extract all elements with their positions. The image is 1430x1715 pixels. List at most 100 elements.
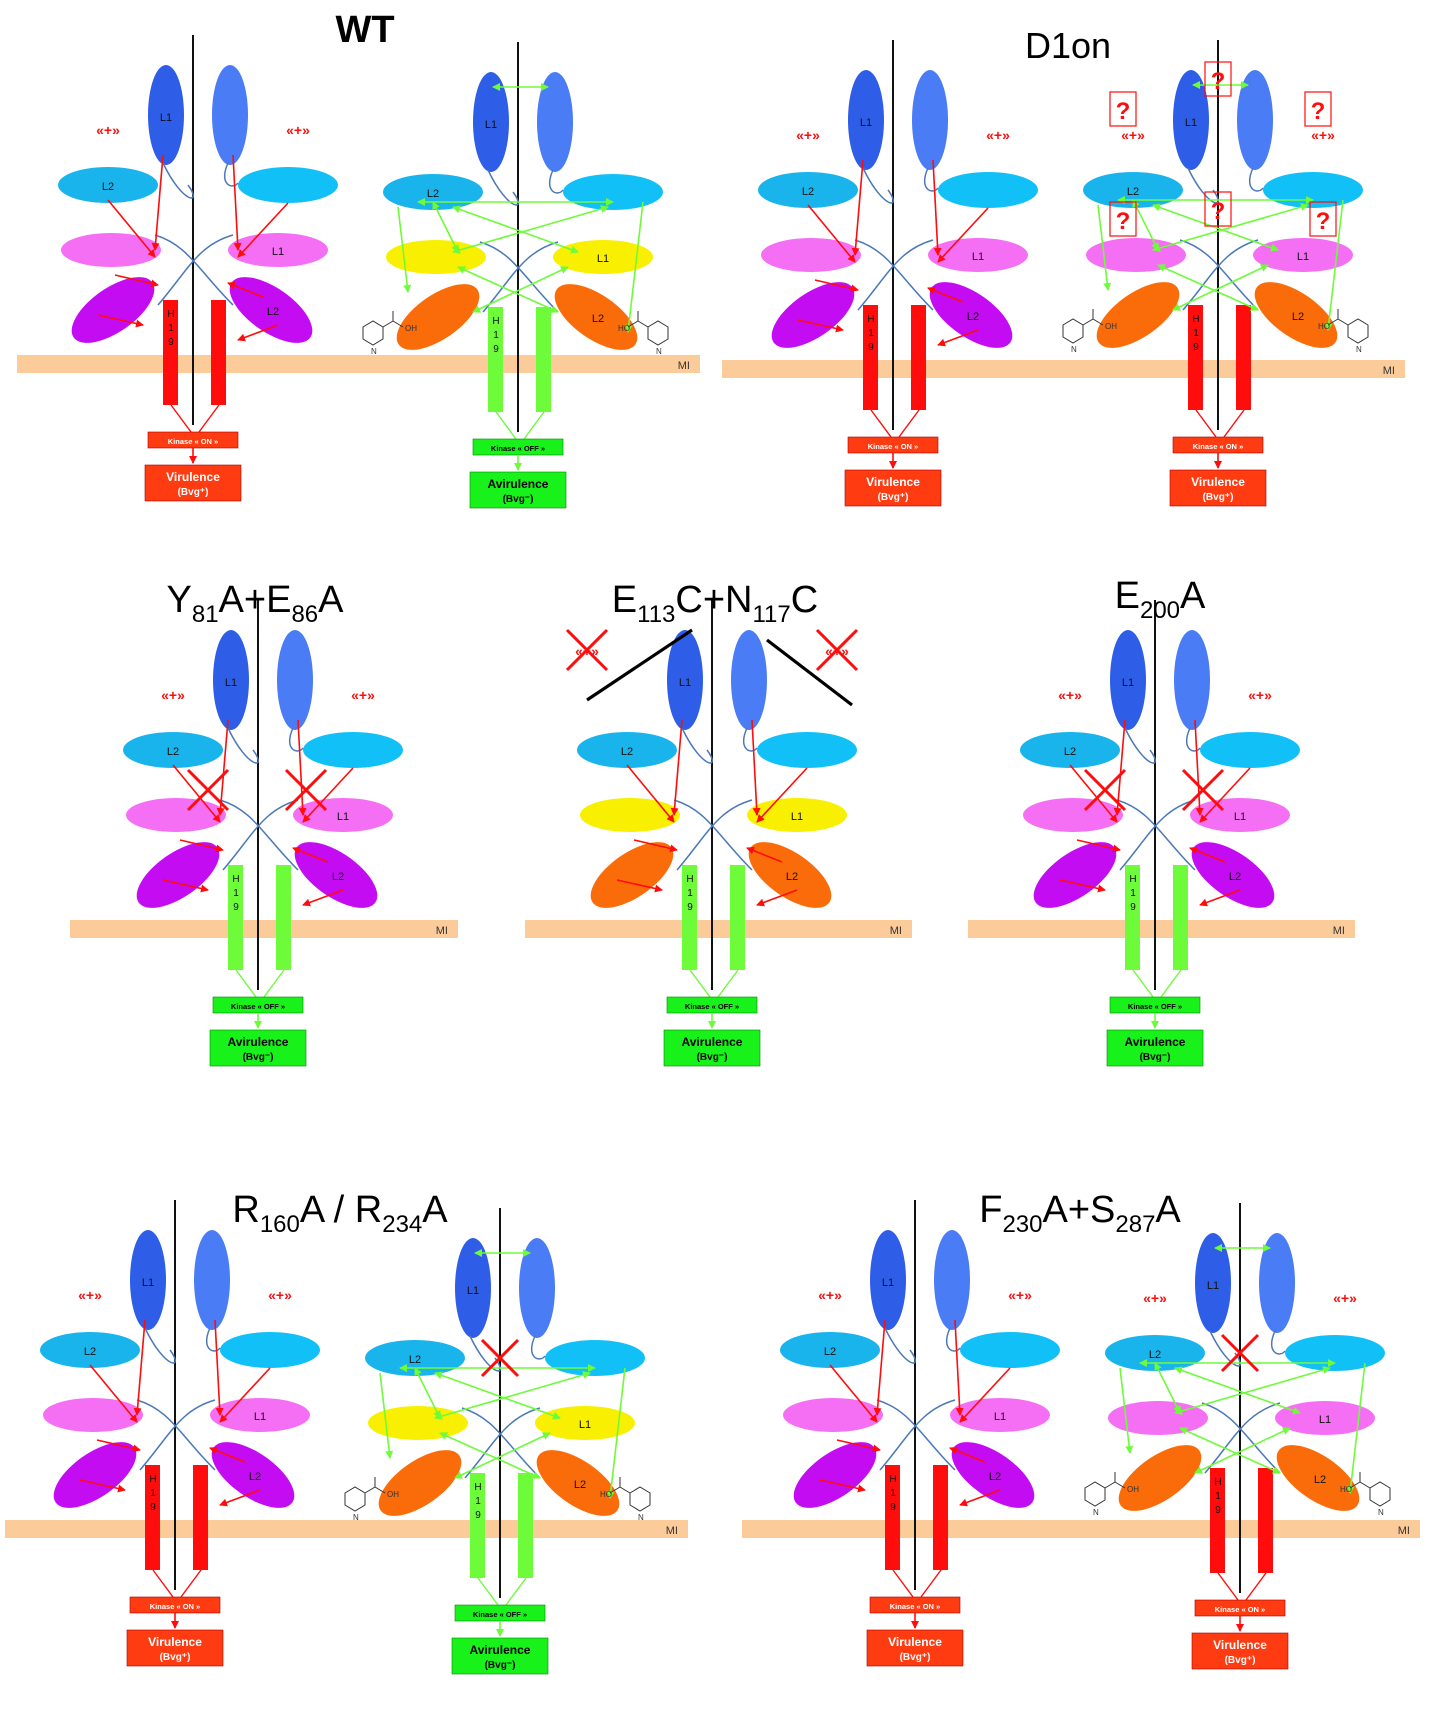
y81-kinase-label: Kinase « OFF » <box>231 1002 285 1011</box>
e200-sig-g <box>1059 879 1106 893</box>
e200-l2-label: L2 <box>1064 746 1076 758</box>
title-e113-p1: E <box>612 579 637 621</box>
r160-off-l2-label: L2 <box>409 1354 421 1366</box>
f230-off-g5 <box>1119 1367 1134 1454</box>
wt-off-helix-letter-0: H <box>492 316 499 327</box>
f230-on-linker-d <box>879 1399 956 1471</box>
r160-on-sig-e <box>96 1439 141 1453</box>
f230-off-bvg-label: (Bvg⁺) <box>1225 1655 1256 1666</box>
d1on-b-l1-domain-right <box>1237 70 1273 170</box>
wt-on-l1-domain-right <box>212 65 248 165</box>
wt-on-bvg-label: (Bvg⁺) <box>178 487 209 498</box>
f230-on-membrane-label: MI <box>1398 1525 1410 1537</box>
y81-sig-g <box>162 879 209 893</box>
wt-on-linker-d <box>157 234 234 306</box>
f230-on-linker-a <box>884 1327 916 1364</box>
ligand-carboxyl <box>1327 309 1349 326</box>
wt-on-phenotype-box <box>144 464 242 502</box>
d1on-b-phenotype-box <box>1169 469 1267 507</box>
wt-on-kin-link-r <box>198 404 220 433</box>
d1on-a-phenotype-label: Virulence <box>866 475 920 489</box>
ligand-oh-label: OH <box>387 1490 399 1499</box>
r160-off-helix-right <box>518 1473 533 1578</box>
ligand-oh-label: HO <box>600 1490 612 1499</box>
d1on-a-cyan-right <box>938 172 1038 208</box>
r160-on-phenotype-box <box>126 1629 224 1667</box>
d1on-b-plus-left: «+» <box>1121 127 1145 143</box>
d1on-b-mid-l1-label: L1 <box>1297 251 1309 263</box>
ligand-ring <box>629 1486 651 1512</box>
e113-sig-d <box>756 767 808 823</box>
wt-on-helix-right <box>211 300 226 405</box>
wt-on-kinase-label: Kinase « ON » <box>168 437 218 446</box>
y81-membrane-label: MI <box>436 925 448 937</box>
d1on-b-mid-left <box>1086 238 1186 272</box>
d1on-a-membrane-label: MI <box>1383 365 1395 377</box>
d1on-a-kinase-label: Kinase « ON » <box>868 442 918 451</box>
e113-sig-b <box>626 764 675 823</box>
e200-low-right <box>1191 842 1275 908</box>
r160-off-kinase-label: Kinase « OFF » <box>473 1610 527 1619</box>
r160-on-l1-domain-left <box>130 1230 166 1330</box>
f230-off-g3 <box>1174 1366 1331 1415</box>
d1on-a-linker-b <box>923 167 939 192</box>
r160-off-mid-l1-label: L1 <box>579 1419 591 1431</box>
e200-helix-letter-1: 1 <box>1130 888 1136 899</box>
f230-off-cyan-right <box>1285 1335 1385 1371</box>
r160-on-plus-right: «+» <box>268 1287 292 1303</box>
e200-mid-cross-left <box>1083 768 1127 812</box>
e113-l1-domain-left <box>667 630 703 730</box>
f230-off-mid-left <box>1108 1401 1208 1435</box>
e200-l1-domain-right <box>1174 630 1210 730</box>
y81-plus-right: «+» <box>351 687 375 703</box>
e113-low-left <box>590 842 674 908</box>
d1on-a-low-right <box>929 282 1013 348</box>
wt-on-membrane <box>17 355 700 373</box>
e200-mid-left <box>1023 798 1123 832</box>
e113-kinase-label: Kinase « OFF » <box>685 1002 739 1011</box>
wt-off-cyan-right <box>563 174 663 210</box>
r160-off-helix-letter-0: H <box>474 1482 481 1493</box>
title-f230-p2: A+S <box>1042 1189 1115 1231</box>
r160-on-linker-b <box>205 1327 221 1352</box>
d1on-a-low-left <box>771 282 855 348</box>
y81-bvg-label: (Bvg⁻) <box>243 1052 274 1063</box>
d1on-b-kin-link-l <box>1195 409 1217 438</box>
f230-off-helix-letter-2: 9 <box>1215 1505 1221 1516</box>
title-e113: E113C+N117C <box>612 579 818 628</box>
r160-off-l1-label: L1 <box>467 1285 479 1297</box>
r160-on-kin-link-l <box>152 1569 174 1598</box>
d1on-a-sig-f <box>927 286 964 303</box>
d1on-b-question-box-1 <box>1204 61 1232 97</box>
ligand-carboxyl <box>1082 309 1104 326</box>
y81-l1-domain-left <box>213 630 249 730</box>
f230-on-sig-e <box>836 1439 881 1453</box>
e113-l1-label: L1 <box>679 677 691 689</box>
title-y81: Y81A+E86A <box>166 579 344 628</box>
f230-on-plus-left: «+» <box>818 1287 842 1303</box>
y81-plus-left: «+» <box>161 687 185 703</box>
d1on-b-g5 <box>1097 204 1112 291</box>
wt-off-kinase-label: Kinase « OFF » <box>491 444 545 453</box>
ligand-oh-label: OH <box>1127 1485 1139 1494</box>
title-r160-p3: A <box>422 1189 448 1231</box>
wt-off-helix-left <box>488 307 503 412</box>
title-f230-p1: F <box>979 1189 1002 1231</box>
d1on-a-l1-domain-left <box>848 70 884 170</box>
y81-linker-b <box>288 727 304 752</box>
y81-membrane <box>70 920 458 938</box>
title-e200-s1: 200 <box>1140 597 1180 624</box>
f230-off-plus-right: «+» <box>1333 1290 1357 1306</box>
r160-off-mid-left <box>368 1406 468 1440</box>
f230-off-helix-letter-1: 1 <box>1215 1491 1221 1502</box>
r160-on-helix-letter-1: 1 <box>150 1488 156 1499</box>
ligand-oh-label: HO <box>1340 1485 1352 1494</box>
f230-off-linker-b <box>1270 1330 1286 1355</box>
r160-off-helix-left <box>470 1473 485 1578</box>
r160-off-g8 <box>454 1432 551 1479</box>
r160-off-kin-link-r <box>505 1577 527 1606</box>
d1on-b-g3 <box>1152 203 1309 252</box>
y81-sig-a <box>216 719 229 816</box>
d1on-b-question-mark-0: ? <box>1116 98 1131 125</box>
e113-phenotype-label: Avirulence <box>682 1035 743 1049</box>
